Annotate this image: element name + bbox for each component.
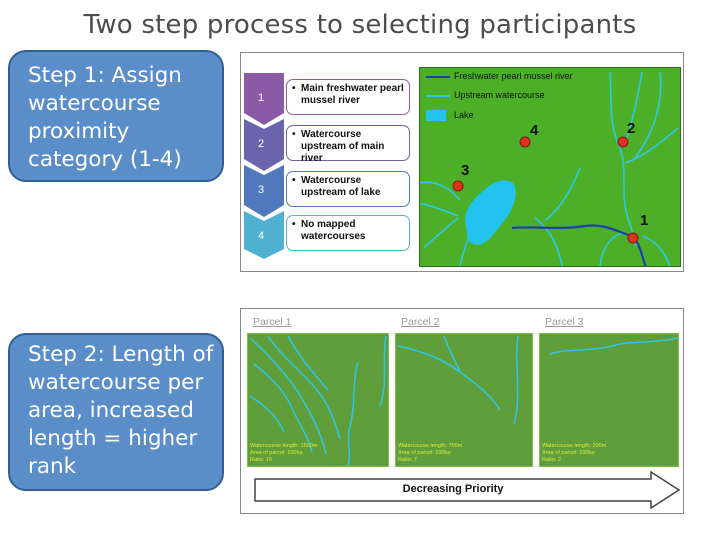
category-number-4: 4 [258, 230, 265, 242]
category-number-2: 2 [258, 138, 265, 150]
category-label-2: Watercourse upstream of main river [301, 129, 385, 164]
step1-text: Step 1: Assign watercourse proximity cat… [28, 63, 182, 172]
category-panel: 1 • Main freshwater pearl mussel river 2… [240, 52, 684, 272]
parcel-map-3: Watercourse length: 200m Area of parcel:… [539, 333, 679, 467]
parcel-label-3: Parcel 3 [545, 316, 584, 328]
priority-arrow: Decreasing Priority [253, 471, 681, 509]
point-marker-1 [627, 232, 639, 244]
point-marker-3 [452, 180, 464, 192]
legend-lake-swatch [426, 110, 446, 121]
category-number-3: 3 [258, 184, 265, 196]
category-chevron-4 [244, 211, 284, 259]
lake [465, 180, 516, 245]
parcel-2-streams [397, 335, 519, 425]
parcel-map-2: Watercourse length: 700m Area of parcel:… [395, 333, 533, 467]
point-label-4: 4 [530, 122, 539, 139]
parcel-1-streams [249, 335, 387, 466]
parcel-stats-1: Watercourse length: 1500m Area of parcel… [250, 443, 318, 463]
step2-box: Step 2: Length of watercourse per area, … [8, 333, 224, 491]
priority-arrow-shape [254, 471, 681, 509]
legend-upstream-label: Upstream watercourse [454, 90, 545, 100]
parcel-label-1: Parcel 1 [253, 316, 292, 328]
parcel-stats-3: Watercourse length: 200m Area of parcel:… [542, 443, 607, 463]
parcel-stats-2: Watercourse length: 700m Area of parcel:… [398, 443, 463, 463]
point-label-2: 2 [627, 120, 636, 137]
parcel-panel: Parcel 1 Parcel 2 Parcel 3 Watercourse l… [240, 308, 684, 514]
legend-river-label: Freshwater pearl mussel river [454, 71, 573, 81]
parcel-map-1: Watercourse length: 1500m Area of parcel… [247, 333, 389, 467]
step2-text: Step 2: Length of watercourse per area, … [28, 342, 214, 479]
legend-lake-label: Lake [454, 110, 474, 120]
category-card-3: • Watercourse upstream of lake [286, 171, 410, 207]
category-label-3: Watercourse upstream of lake [301, 175, 381, 198]
category-chevron-3 [244, 165, 284, 217]
category-label-4: No mapped watercourses [301, 219, 366, 242]
category-chevron-2 [244, 119, 284, 171]
category-card-1: • Main freshwater pearl mussel river [286, 79, 410, 115]
main-river [511, 224, 647, 266]
category-chevron-1 [244, 73, 284, 125]
category-card-2: • Watercourse upstream of main river [286, 125, 410, 164]
point-label-3: 3 [461, 162, 470, 179]
page-title: Two step process to selecting participan… [83, 10, 637, 40]
proximity-map-drawing [420, 71, 679, 266]
category-card-4: • No mapped watercourses [286, 215, 410, 251]
point-label-1: 1 [640, 212, 649, 229]
point-marker-2 [617, 136, 629, 148]
parcel-3-streams [549, 337, 678, 355]
category-number-1: 1 [258, 92, 265, 104]
parcel-label-2: Parcel 2 [401, 316, 440, 328]
upstream-watercourses [420, 71, 679, 266]
step1-box: Step 1: Assign watercourse proximity cat… [8, 50, 224, 182]
priority-arrow-label: Decreasing Priority [402, 483, 504, 495]
proximity-map: Freshwater pearl mussel river Upstream w… [419, 67, 681, 267]
point-marker-4 [519, 136, 531, 148]
category-label-1: Main freshwater pearl mussel river [301, 83, 404, 106]
